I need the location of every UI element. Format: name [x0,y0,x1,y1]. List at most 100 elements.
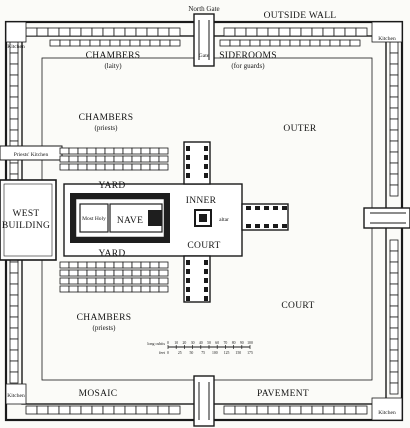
scale-tick-top: 30 [191,341,195,345]
chamber-cell [389,250,399,263]
priest-chamber-cell [131,277,142,285]
chamber-cell [102,27,115,37]
scale-tick-bottom: 150 [235,351,241,355]
priest-chamber-cell [158,163,169,171]
priest-chamber-cell [104,155,115,163]
siderooms-label: SIDEROOMS [219,51,277,61]
chamber-cell [9,360,19,373]
chamber-cell [9,272,19,285]
chamber-cell [113,405,126,415]
chamber-cell [344,405,357,415]
west-label: WEST [12,209,39,219]
laity-chamber-cell [349,39,361,47]
chamber-cell [234,405,247,415]
priest-chamber-cell [140,147,151,155]
chamber-cell [300,27,313,37]
outside-wall-label: OUTSIDE WALL [264,11,337,21]
priest-chamber-cell [149,269,160,277]
priest-chamber-cell [140,155,151,163]
scale-tick-top: 100 [247,341,253,345]
chamber-cell [389,173,399,186]
scale-unit-bottom: feet [159,350,166,355]
chamber-cell [234,27,247,37]
chamber-cell [9,74,19,87]
priest-chamber-cell [122,269,133,277]
priests-bottom-label: (priests) [93,324,117,332]
chamber-cell [278,27,291,37]
priest-chamber-cell [95,163,106,171]
chamber-cell [80,27,93,37]
laity-chamber-cell [139,39,151,47]
chamber-cell [389,85,399,98]
chamber-cell [389,261,399,274]
chamber-cell [311,405,324,415]
priest-chamber-cell [149,277,160,285]
laity-chamber-cell [279,39,291,47]
scale-tick-top: 60 [215,341,219,345]
kitchen-ne-label: Kitchen [378,36,396,42]
laity-chamber-cell [309,39,321,47]
north-gate-label: North Gate [188,5,219,13]
priest-chamber-cell [86,155,97,163]
chamber-cell [9,52,19,65]
chamber-cell [256,27,269,37]
laity-chamber-cell [119,39,131,47]
laity-label: (laity) [104,62,122,70]
priest-chamber-cell [59,147,70,155]
laity-chamber-cell [339,39,351,47]
priest-chamber-cell [104,163,115,171]
chamber-cell [124,405,137,415]
east-gate [363,207,410,229]
chamber-cell [80,405,93,415]
laity-chamber-cell [269,39,281,47]
scale-unit-top: long cubits [147,341,165,346]
priest-chamber-cell [86,261,97,269]
priest-chamber-cell [140,277,151,285]
chamber-cell [223,27,236,37]
chambers-priests-bottom-label: CHAMBERS [77,313,132,323]
scale-tick-bottom: 25 [178,351,182,355]
chamber-cell [9,371,19,384]
chamber-cell [389,382,399,395]
laity-chamber-cell [239,39,251,47]
kitchen-se-label: Kitchen [378,410,396,416]
for-guards-label: (for guards) [231,62,265,70]
chamber-cell [389,151,399,164]
priest-chamber-cell [113,163,124,171]
laity-chamber-cell [159,39,171,47]
chamber-cell [389,129,399,142]
inner-label: INNER [186,196,217,206]
priest-chamber-cell [122,277,133,285]
scale-tick-bottom: 100 [212,351,218,355]
laity-chamber-cell [169,39,181,47]
priest-chamber-cell [68,163,79,171]
scale-tick-bottom: 125 [224,351,230,355]
chamber-cell [168,405,181,415]
laity-chamber-cell [89,39,101,47]
priest-chamber-cell [68,261,79,269]
chamber-cell [278,405,291,415]
chamber-cell [256,405,269,415]
scale-tick-top: 0 [167,341,169,345]
priest-chamber-cell [131,147,142,155]
chamber-cell [333,405,346,415]
priest-chamber-cell [122,261,133,269]
chamber-cell [389,294,399,307]
scale-tick-top: 10 [174,341,178,345]
priest-chamber-cell [68,147,79,155]
chamber-cell [9,316,19,329]
scale-tick-top: 40 [199,341,203,345]
priests-kitchen-label: Priests' Kitchen [14,152,49,158]
priest-chamber-cell [86,147,97,155]
priest-chamber-cell [140,261,151,269]
scale-tick-top: 50 [207,341,211,345]
scale-tick-bottom: 175 [247,351,253,355]
priest-chamber-cell [113,285,124,293]
chamber-cell [322,405,335,415]
priest-chamber-cell [77,155,88,163]
chamber-cell [135,405,148,415]
laity-chamber-cell [59,39,71,47]
laity-chamber-cell [249,39,261,47]
holy-of-holies-label: Most Holy [82,216,106,222]
priest-chamber-cell [59,269,70,277]
